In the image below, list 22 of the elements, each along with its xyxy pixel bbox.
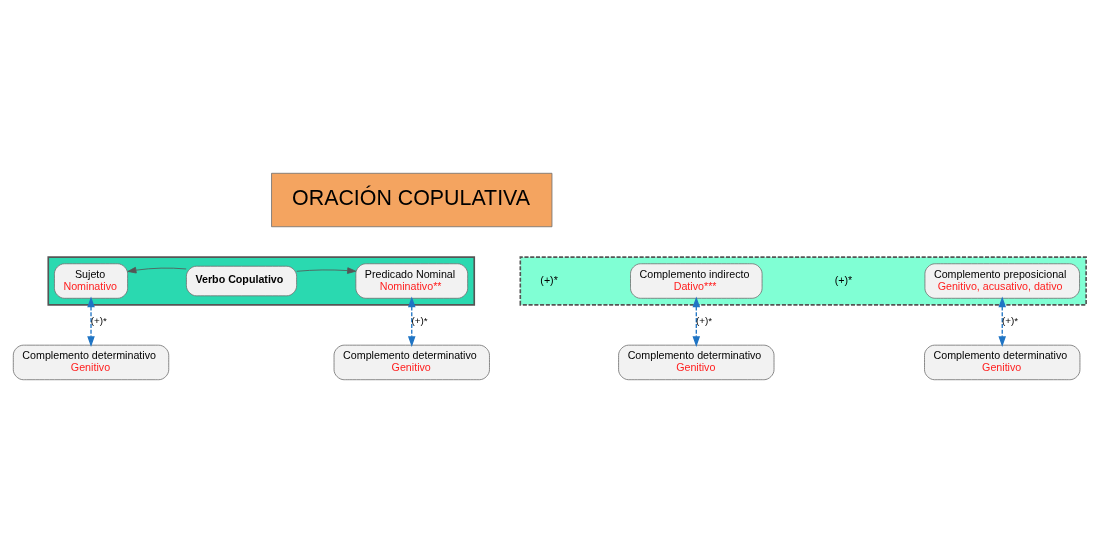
arrow: [998, 295, 1007, 347]
arrow: [87, 295, 95, 347]
node-box: ORACIÓN COPULATIVA: [271, 172, 553, 227]
node-box: Complemento preposicional Genitivo, acusativo, dativo: [924, 262, 1080, 299]
label: (+)*: [540, 273, 558, 286]
arrow: [692, 295, 701, 347]
node-box: Complemento determinativo Genitivo: [618, 344, 775, 380]
node-box: Complemento determinativo Genitivo: [924, 344, 1081, 380]
node-box: Sujeto Nominativo: [54, 262, 129, 299]
node-box: Complemento determinativo Genitivo: [12, 344, 170, 380]
label: (+)*: [834, 273, 853, 286]
arrow: [407, 295, 416, 347]
node-box: Verbo Copulativo: [186, 265, 298, 296]
node-box: Predicado Nominal Nominativo**: [355, 262, 469, 299]
arrow: [296, 266, 357, 274]
edge-label: (+)*: [411, 314, 428, 326]
edge-label: (+)*: [1001, 314, 1019, 326]
node-box: Complemento indirecto Dativo***: [630, 262, 763, 299]
edge-label: (+)*: [90, 314, 107, 326]
arrow: [127, 266, 187, 273]
node-box: Complemento determinativo Genitivo: [333, 344, 490, 380]
edge-label: (+)*: [696, 314, 713, 326]
